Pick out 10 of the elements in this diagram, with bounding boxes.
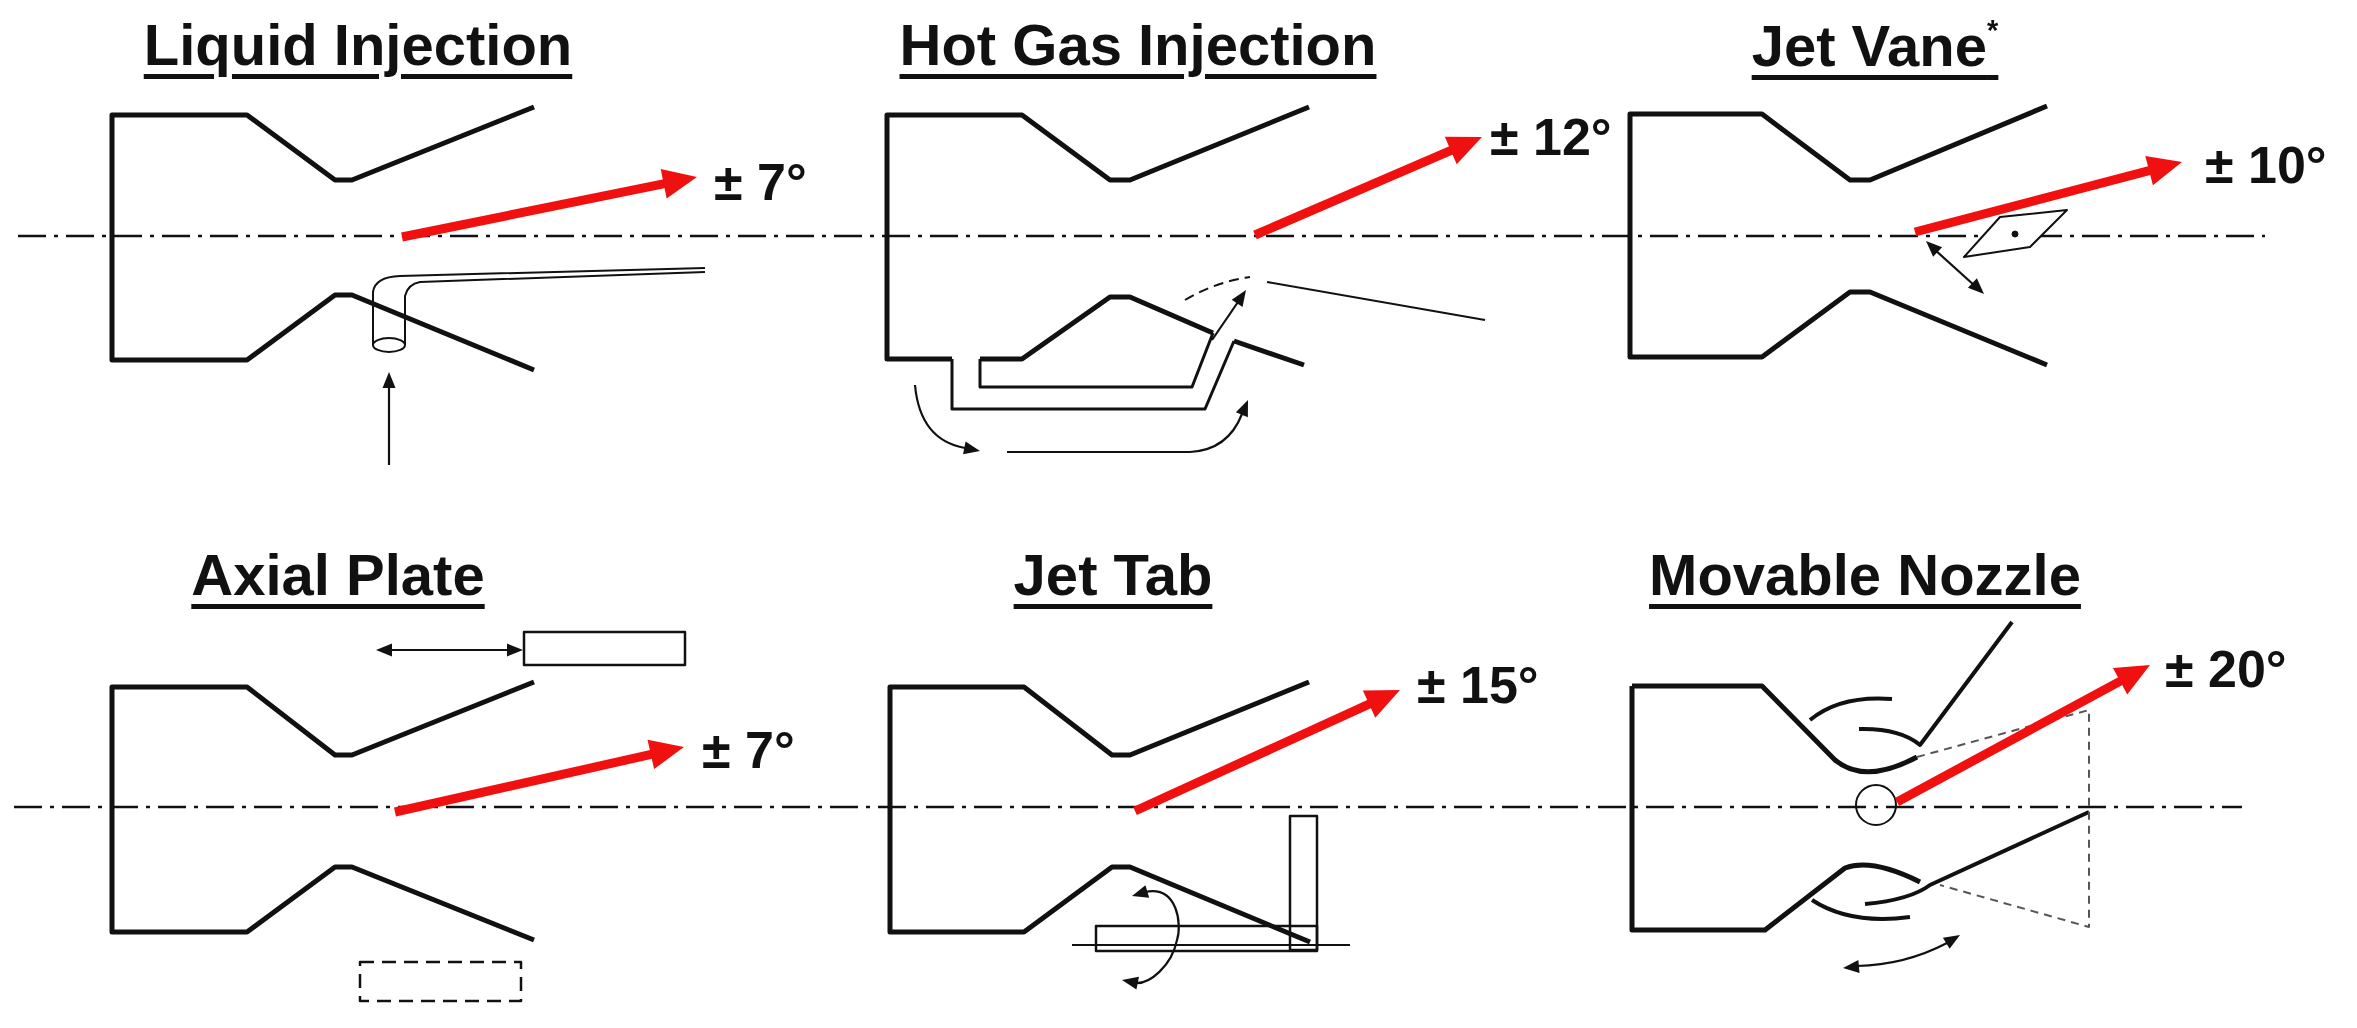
angle-label: ± 15°: [1417, 659, 1539, 711]
angle-label: ± 10°: [2205, 139, 2327, 191]
panel-title: Axial Plate: [191, 546, 485, 604]
panel-title: Movable Nozzle: [1649, 546, 2081, 604]
angle-label: ± 20°: [2165, 643, 2287, 695]
angle-label: ± 12°: [1490, 111, 1612, 163]
angle-label: ± 7°: [714, 156, 807, 208]
panel-title: Jet Tab: [1013, 546, 1213, 604]
angle-label: ± 7°: [702, 724, 795, 776]
panel-title: Jet Vane$^{*}$: [1751, 16, 1999, 76]
